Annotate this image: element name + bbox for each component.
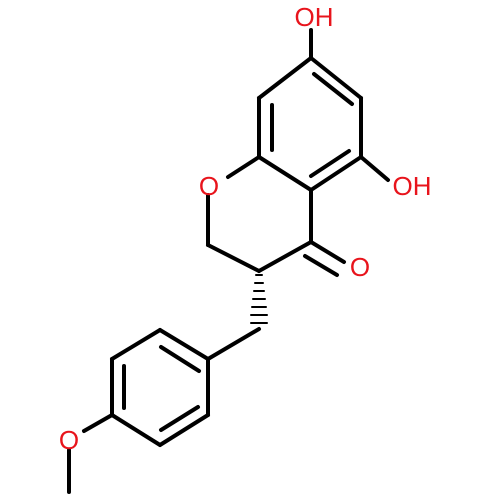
bond-aryl-o-methoxy xyxy=(82,413,114,433)
bond-c2-c3 xyxy=(206,243,261,273)
bond-c5-c8a xyxy=(257,155,313,192)
bond-b5-b6 xyxy=(158,413,210,447)
bond-c7-c8 xyxy=(309,56,363,100)
bond-c8a-o1 xyxy=(226,155,261,179)
bond-b4-b5 xyxy=(110,413,162,447)
aromatic-ring-b xyxy=(110,328,210,447)
aromatic-ring-a xyxy=(257,56,363,192)
bond-c7-c8-double xyxy=(312,72,354,106)
bond-c8-c7 xyxy=(257,56,313,100)
methoxy-oxygen-label: O xyxy=(59,425,79,455)
pyranone-ring xyxy=(206,155,346,277)
bond-c5-c5-double xyxy=(309,149,351,178)
ring-oxygen-label: O xyxy=(199,171,219,201)
bond-c4-o-carbonyl xyxy=(309,240,346,264)
bond-b5-b6-double xyxy=(159,405,200,432)
bond-b1-b2-double xyxy=(159,345,201,373)
hydroxyl-label-right: OH xyxy=(393,171,432,201)
carbonyl-oxygen-label: O xyxy=(350,252,370,282)
bond-c3-c4 xyxy=(257,240,313,273)
bond-ch2-aryl xyxy=(206,327,261,361)
bond-c5-oh xyxy=(359,155,390,182)
bond-c4-o-carbonyl-double xyxy=(303,254,339,277)
hashed-stereo-bond xyxy=(250,274,268,324)
hydroxyl-label-top: OH xyxy=(295,2,334,32)
bond-b1-b2 xyxy=(158,328,210,361)
bond-b2-b3 xyxy=(110,328,162,361)
bond-c4a-c5 xyxy=(309,155,363,192)
